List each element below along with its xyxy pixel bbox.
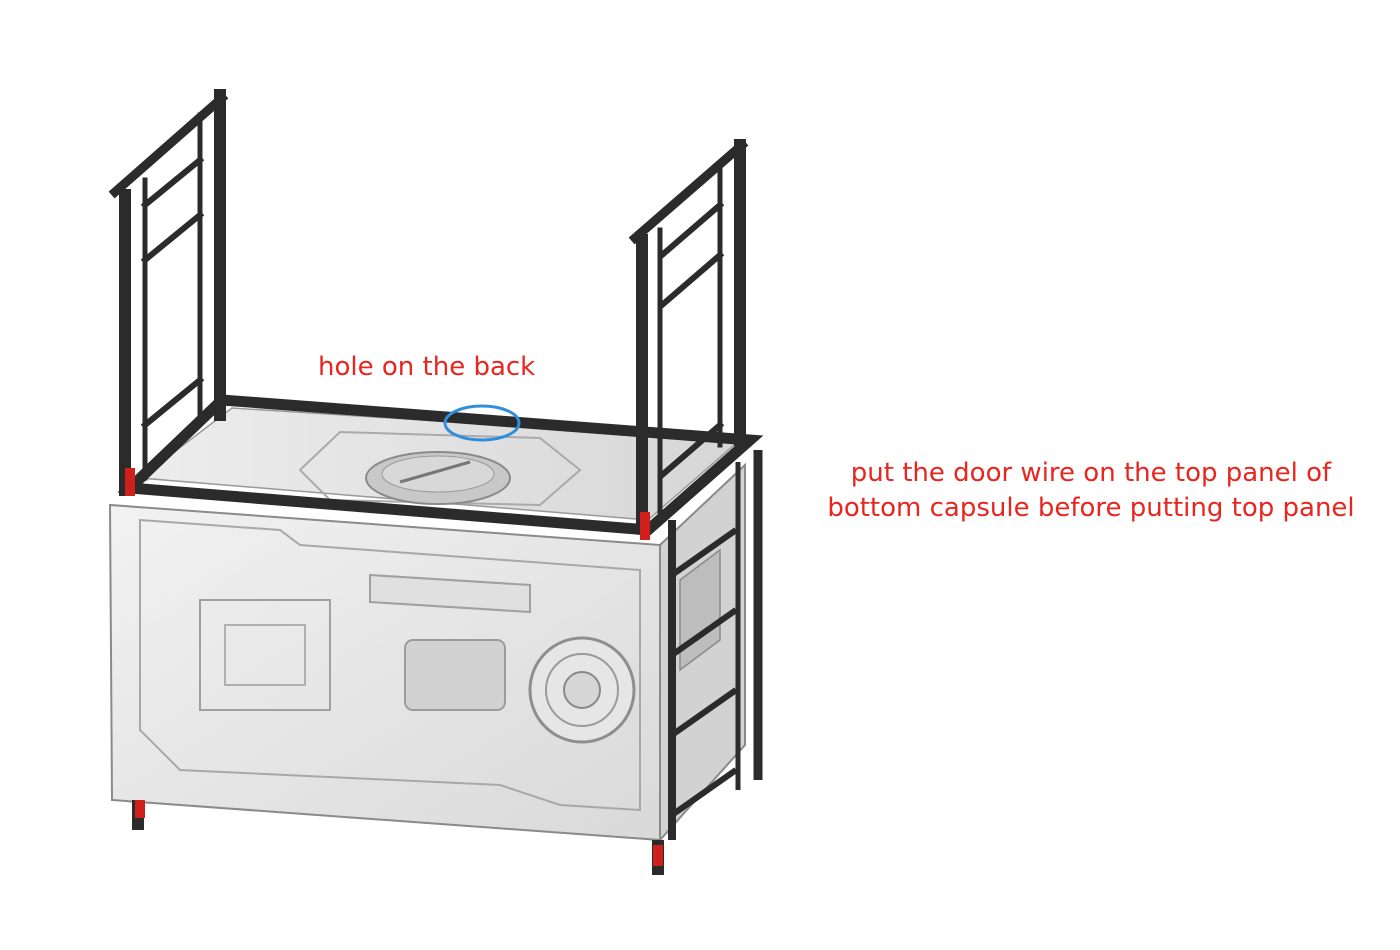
hole-annotation: hole on the back: [318, 352, 536, 382]
door-wire-note-line-2: bottom capsule before putting top panel: [827, 493, 1355, 523]
frame-top-rectangle: [117, 394, 764, 536]
capsule-front-panel: [108, 503, 661, 842]
door-wire-note: put the door wire on the top panel of bo…: [826, 456, 1356, 526]
door-wire-note-line-1: put the door wire on the top panel of: [850, 458, 1332, 488]
red-leg-markers: [125, 468, 663, 866]
capsule-top-panel: [137, 407, 742, 521]
hole-highlight-circle: [443, 404, 521, 442]
frame-right-ladder: [628, 138, 749, 531]
frame-left-ladder: [108, 89, 229, 496]
